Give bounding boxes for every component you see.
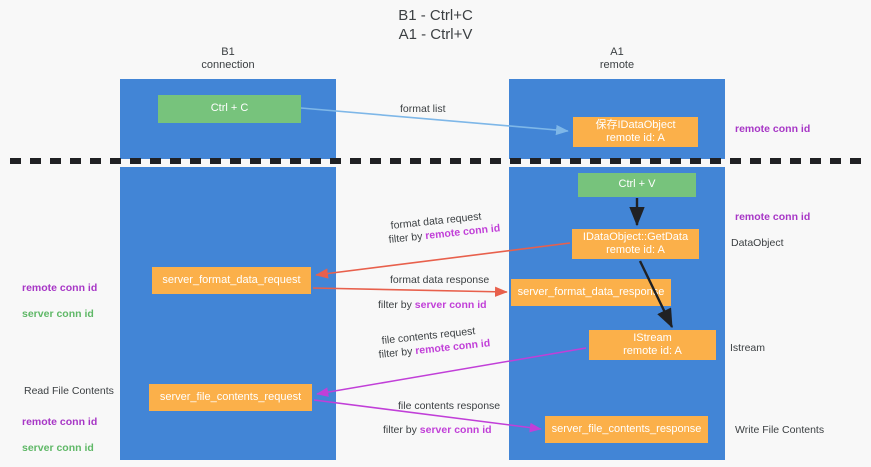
label-read-file-contents: Read File Contents (24, 385, 114, 397)
filter-prefix: filter by (388, 230, 426, 246)
server-conn-id-key: server conn id (419, 424, 492, 436)
node-server-file-contents-response[interactable]: server_file_contents_response (545, 416, 708, 443)
edge-label-file-contents-response: file contents response (398, 400, 501, 412)
server-conn-id-label: server conn id (22, 308, 94, 320)
page-title: B1 - Ctrl+C A1 - Ctrl+V (398, 7, 473, 43)
label-conn-ids-format: remote conn id server conn id (22, 269, 97, 334)
remote-conn-id-label: remote conn id (22, 282, 98, 294)
remote-conn-id-label: remote conn id (22, 416, 98, 428)
node-save-idataobject[interactable]: 保存IDataObject remote id: A (573, 117, 698, 147)
node-ctrl-c[interactable]: Ctrl + C (158, 95, 301, 123)
label-dataobject: DataObject (731, 237, 784, 249)
lane-a1-bottom (509, 167, 725, 460)
filter-prefix: filter by (378, 299, 415, 311)
label-write-file-contents: Write File Contents (735, 424, 825, 436)
filter-prefix: filter by (383, 424, 420, 436)
label-conn-ids-file: remote conn id server conn id (22, 403, 97, 467)
lane-b1-bottom (120, 167, 336, 460)
server-conn-id-label: server conn id (22, 442, 94, 454)
label-remote-conn-id-top: remote conn id (735, 123, 811, 135)
filter-prefix: filter by (378, 345, 416, 361)
label-istream: Istream (730, 342, 766, 354)
arrow-format-data-response (312, 286, 508, 297)
node-istream[interactable]: IStream remote id: A (589, 330, 716, 360)
column-header-a1: A1 remote (599, 46, 635, 71)
label-remote-conn-id-mid: remote conn id (735, 211, 811, 223)
column-header-b1: B1 connection (201, 46, 255, 71)
node-server-format-data-request[interactable]: server_format_data_request (152, 267, 311, 294)
edge-label-format-data-response-filter: filter by server conn id (378, 298, 487, 312)
node-server-file-contents-request[interactable]: server_file_contents_request (149, 384, 312, 411)
node-ctrl-v[interactable]: Ctrl + V (578, 173, 696, 197)
edge-label-format-list: format list (400, 103, 446, 115)
node-server-format-data-response[interactable]: server_format_data_response (511, 279, 671, 306)
server-conn-id-key: server conn id (414, 299, 487, 311)
edge-label-format-data-response: format data response (390, 274, 490, 286)
node-idataobject-getdata[interactable]: IDataObject::GetData remote id: A (572, 229, 699, 259)
edge-label-file-contents-response-filter: filter by server conn id (383, 423, 492, 437)
